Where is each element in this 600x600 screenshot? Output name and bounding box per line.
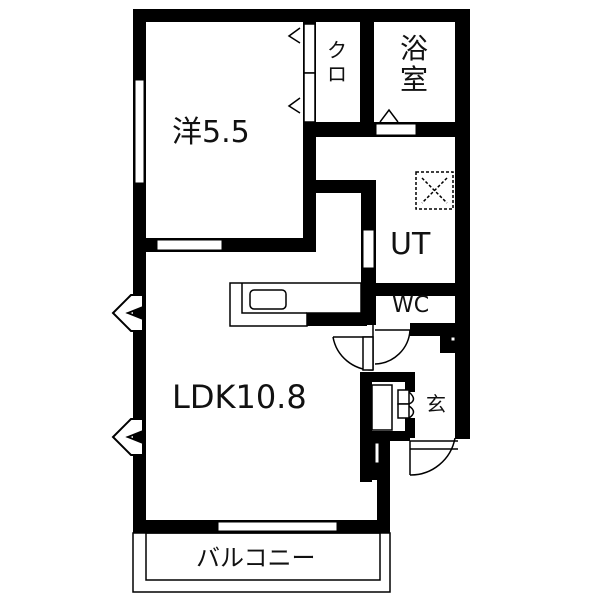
closet-doors [287,23,316,123]
room-label-bath: 浴室 [400,32,432,96]
doors [332,325,458,476]
room-label-balcony: バルコニー [196,544,316,572]
room-label-western: 洋5.5 [172,115,250,150]
room-label-wc: WC [392,293,430,318]
bath-door-marker [379,108,399,123]
bay-windows [111,294,144,456]
kitchen-counter [229,282,362,327]
room-label-ldk: LDK10.8 [172,378,307,416]
vent-fan-icon [415,171,454,210]
bath-text: 浴室 [400,32,429,96]
room-label-entrance: 玄 [426,392,446,416]
closet-text: クロ [327,38,347,86]
room-label-closet: クロ [327,38,347,86]
room-label-utility: UT [390,227,431,262]
windows [134,79,456,532]
balcony [132,532,391,593]
